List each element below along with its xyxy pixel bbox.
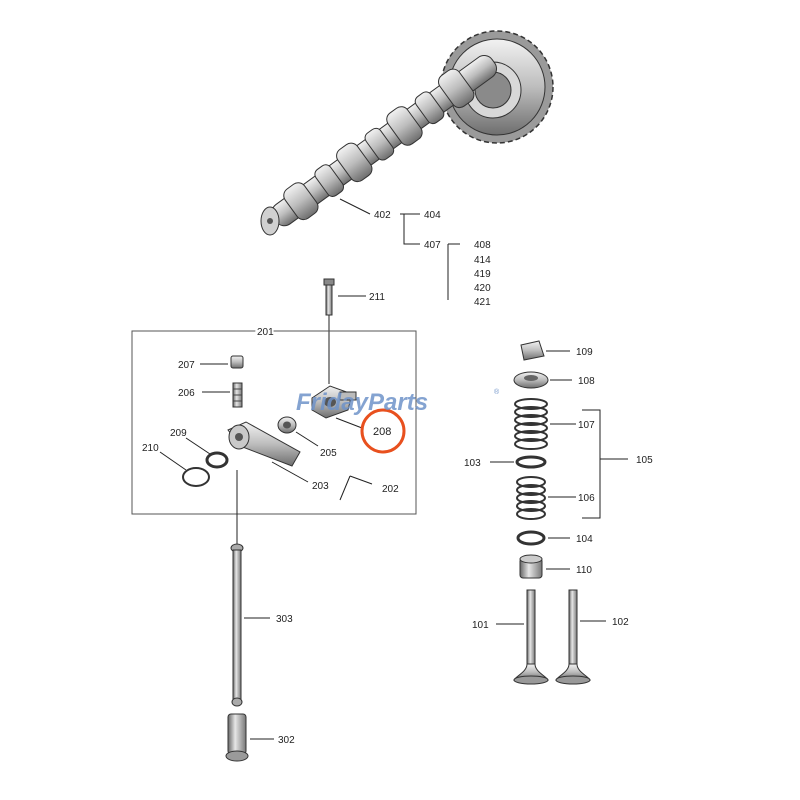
tappet-icon bbox=[225, 713, 249, 762]
registered-mark: ® bbox=[494, 388, 500, 396]
callout-402: 402 bbox=[374, 210, 391, 221]
callout-420: 420 bbox=[474, 283, 491, 294]
callout-206: 206 bbox=[178, 388, 195, 399]
callout-208: 208 bbox=[373, 426, 391, 438]
valve-guide-icon bbox=[519, 554, 543, 579]
valve-seal-icon bbox=[516, 530, 546, 546]
callout-203: 203 bbox=[312, 481, 329, 492]
callout-201: 201 bbox=[257, 327, 274, 338]
inner-spring-icon bbox=[516, 476, 546, 520]
washer-icon bbox=[205, 451, 229, 469]
callout-407: 407 bbox=[424, 240, 441, 251]
spring-seat-icon bbox=[515, 455, 547, 469]
exhaust-valve-icon bbox=[555, 589, 591, 685]
callout-101: 101 bbox=[472, 620, 489, 631]
callout-207: 207 bbox=[178, 360, 195, 371]
snap-ring-icon bbox=[182, 467, 210, 487]
callout-205: 205 bbox=[320, 448, 337, 459]
callout-408: 408 bbox=[474, 240, 491, 251]
callout-105: 105 bbox=[636, 455, 653, 466]
callout-108: 108 bbox=[578, 376, 595, 387]
callout-202: 202 bbox=[382, 484, 399, 495]
callout-106: 106 bbox=[578, 493, 595, 504]
callout-211: 211 bbox=[369, 292, 385, 303]
callout-109: 109 bbox=[576, 347, 593, 358]
callout-102: 102 bbox=[612, 617, 629, 628]
rocker-assembly-frame bbox=[131, 330, 417, 515]
bushing-icon bbox=[277, 416, 297, 434]
callout-414: 414 bbox=[474, 255, 491, 266]
rocker-arm-icon bbox=[227, 421, 301, 467]
spring-retainer-icon bbox=[513, 371, 549, 389]
bolt-icon bbox=[323, 278, 335, 316]
camshaft-icon bbox=[260, 55, 498, 236]
callout-419: 419 bbox=[474, 269, 491, 280]
callout-302: 302 bbox=[278, 735, 295, 746]
callout-107: 107 bbox=[578, 420, 595, 431]
callout-210: 210 bbox=[142, 443, 159, 454]
intake-valve-icon bbox=[513, 589, 549, 685]
nut-icon bbox=[230, 355, 244, 369]
watermark-logo: FridayParts bbox=[296, 389, 428, 416]
rocker-support-icon bbox=[311, 385, 357, 419]
valve-spring-icon bbox=[514, 398, 548, 450]
highlight-ring bbox=[360, 408, 406, 454]
callout-103: 103 bbox=[464, 458, 481, 469]
callout-110: 110 bbox=[576, 565, 592, 576]
callout-404: 404 bbox=[424, 210, 441, 221]
adjuster-screw-icon bbox=[232, 382, 243, 408]
callout-303: 303 bbox=[276, 614, 293, 625]
callout-209: 209 bbox=[170, 428, 187, 439]
callout-421: 421 bbox=[474, 297, 491, 308]
pushrod-icon bbox=[230, 543, 244, 707]
valve-cap-icon bbox=[520, 340, 545, 361]
callout-104: 104 bbox=[576, 534, 593, 545]
